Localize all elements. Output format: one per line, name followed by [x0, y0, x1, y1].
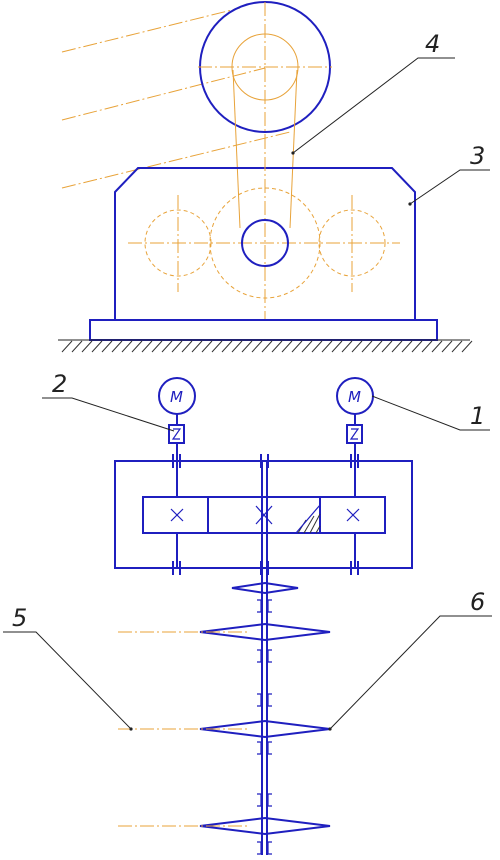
gear-x-center: [255, 505, 273, 525]
shaft-bearing: [257, 841, 272, 855]
leader-5-dot: [129, 727, 133, 731]
leader-3-dot: [408, 202, 412, 206]
ground-hatch-line: [421, 340, 433, 353]
gear-x-left: [170, 508, 184, 522]
small-sprocket: [231, 581, 299, 595]
ground-hatch-line: [61, 340, 73, 353]
shaft-bearing: [257, 741, 272, 755]
ground-hatch-line: [281, 340, 293, 353]
ground-hatch-line: [251, 340, 263, 353]
ground-hatch-line: [131, 340, 143, 353]
ground-hatch-line: [451, 340, 463, 353]
sprocket-1: [199, 622, 331, 642]
label-2: 2: [52, 370, 67, 398]
axis-line-lower: [61, 131, 291, 189]
ground-hatch-line: [171, 340, 183, 353]
label-3: 3: [470, 142, 485, 170]
ground-hatch-line: [441, 340, 453, 353]
ground-hatch-line: [391, 340, 403, 353]
gear-hatch: [295, 504, 321, 534]
label-4: 4: [425, 30, 440, 58]
gear-x-right: [346, 508, 360, 522]
shaft-bearing: [257, 793, 272, 807]
motor-right-symbol: M: [348, 388, 361, 406]
ground-hatch-line: [71, 340, 83, 353]
leader-4-dot: [291, 151, 295, 155]
ground-hatch-line: [271, 340, 283, 353]
ground-hatch-line: [381, 340, 393, 353]
ground-hatch-line: [101, 340, 113, 353]
ground-hatch-line: [301, 340, 313, 353]
ground-hatch-line: [341, 340, 353, 353]
base-plate: [89, 319, 438, 341]
leader-6-dot: [328, 727, 332, 731]
chain-left-strand: [232, 69, 241, 229]
ground-hatch-line: [201, 340, 213, 353]
label-1: 1: [470, 402, 485, 430]
leader-6: [329, 615, 492, 730]
ground-hatch-line: [331, 340, 343, 353]
gear-right: [318, 209, 386, 277]
ground-hatch-line: [411, 340, 423, 353]
axis-line-top: [61, 7, 241, 53]
shaft-bearing: [257, 693, 272, 707]
ground-hatch-line: [231, 340, 243, 353]
ground-hatch-line: [121, 340, 133, 353]
upper-assembly: [58, 1, 473, 353]
ground-hatch-line: [221, 340, 233, 353]
ground-hatch-line: [371, 340, 383, 353]
ground-hatch-line: [211, 340, 223, 353]
ground-hatch-line: [401, 340, 413, 353]
leader-1: [371, 395, 490, 431]
shaft-bearings: [257, 599, 272, 855]
ground-hatch-line: [321, 340, 333, 353]
shaft-bearing: [257, 649, 272, 663]
ground-hatch-line: [461, 340, 473, 353]
ground-hatch-line: [311, 340, 323, 353]
ground-hatch-line: [261, 340, 273, 353]
shaft-bearing: [257, 599, 272, 613]
brake-right-mark: [349, 428, 360, 440]
label-6: 6: [470, 588, 485, 616]
output-shaft: [241, 219, 289, 267]
ground-hatch-line: [431, 340, 443, 353]
ground-hatch-line: [291, 340, 303, 353]
ground-hatch-line: [91, 340, 103, 353]
ground-hatch-line: [141, 340, 153, 353]
motor-left-symbol: M: [170, 388, 183, 406]
ground-hatch-line: [151, 340, 163, 353]
reducer-frame: [114, 460, 413, 569]
ground-hatch-line: [241, 340, 253, 353]
leader-5: [3, 631, 132, 730]
ground-hatch-line: [351, 340, 363, 353]
leader-4: [292, 57, 455, 154]
ground-hatch-line: [181, 340, 193, 353]
leader-2: [42, 397, 175, 432]
ground-hatch-line: [361, 340, 373, 353]
chain-right-strand: [289, 69, 298, 229]
callouts: 4 3 2 1 5 6: [3, 30, 492, 731]
gear-row: [142, 496, 386, 534]
ground-hatch-line: [191, 340, 203, 353]
leader-3: [409, 169, 490, 205]
ground-hatch-line: [81, 340, 93, 353]
brake-left-mark: [171, 428, 182, 440]
ground-hatch-line: [111, 340, 123, 353]
label-5: 5: [12, 604, 27, 632]
kinematic-scheme: M M: [114, 377, 413, 855]
sprocket-3: [199, 816, 331, 836]
ground-hatch-line: [161, 340, 173, 353]
axis-line-middle: [61, 67, 266, 121]
ground-hatching: [61, 340, 473, 353]
